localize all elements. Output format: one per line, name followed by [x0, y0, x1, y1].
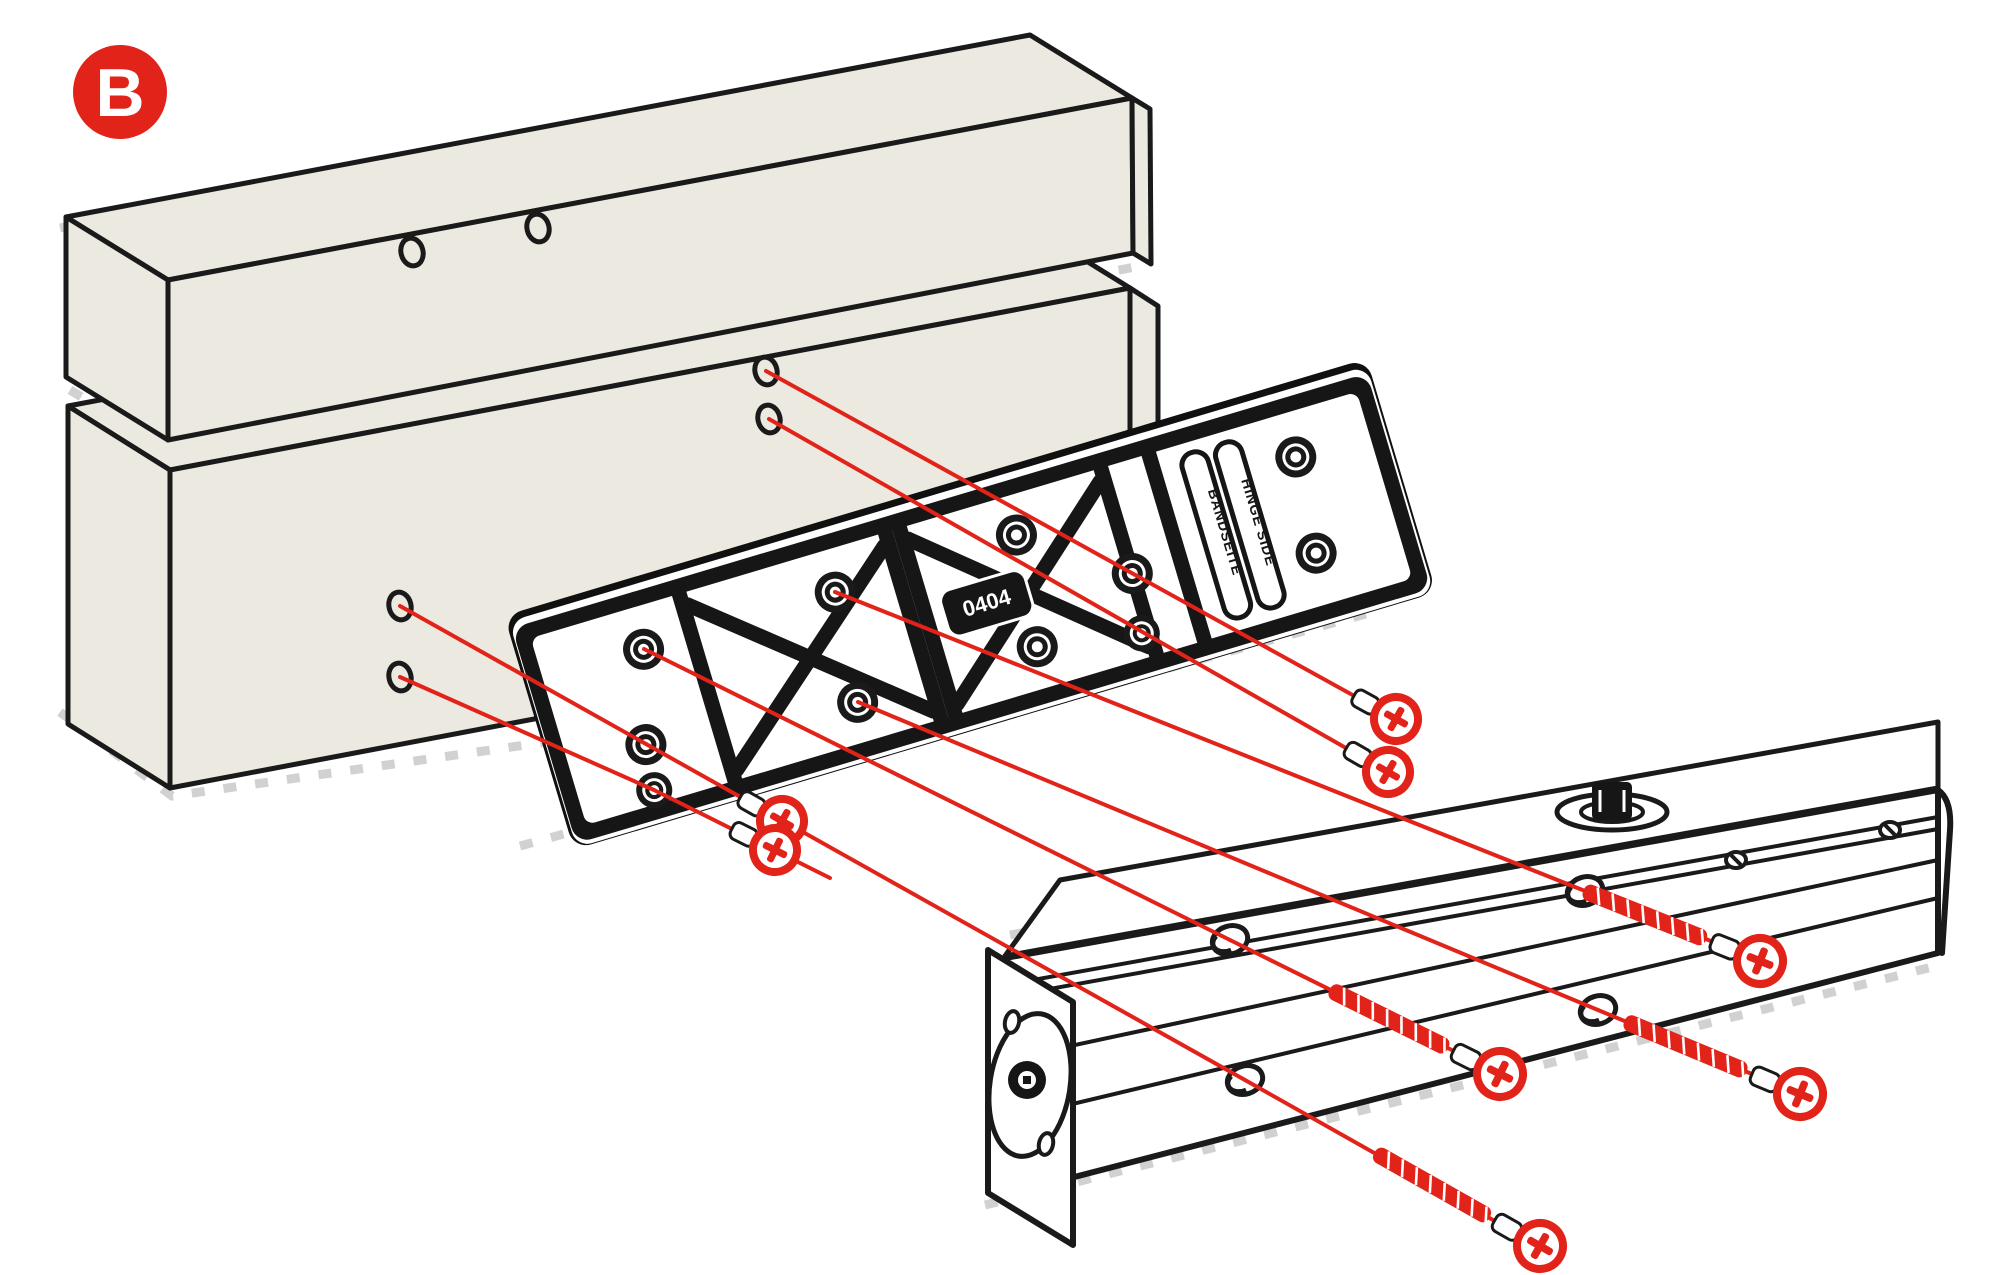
- pilot-hole: [524, 211, 552, 245]
- phillips-cross-icon: [1526, 1232, 1554, 1260]
- body-screw: [1623, 1015, 1827, 1121]
- thread-ridges: [1637, 1018, 1745, 1080]
- end-cap-hole: [1002, 1009, 1022, 1035]
- phillips-cross-icon: [1746, 947, 1774, 975]
- valve-hole: [1878, 820, 1902, 840]
- pilot-hole: [398, 235, 426, 269]
- thread-ridges: [1596, 887, 1705, 947]
- closer-pinion-hub: [1008, 1061, 1046, 1099]
- plate-screw: [1342, 740, 1414, 798]
- leader-line: [398, 675, 656, 792]
- phillips-cross-icon: [762, 837, 788, 863]
- body-screw: [1582, 884, 1787, 988]
- leader-line: [398, 604, 648, 746]
- plate-hole: [1016, 626, 1058, 668]
- plate-screws: [728, 688, 1422, 876]
- plate-stamp: 0404: [939, 569, 1035, 638]
- step-badge-label: B: [95, 55, 144, 131]
- phillips-cross-icon: [1786, 1080, 1814, 1108]
- body-screw: [1328, 984, 1527, 1101]
- leader-lines: [398, 369, 1778, 1235]
- plate-marking-slots: BANDSEITE HINGE SIDE: [1179, 439, 1287, 621]
- phillips-cross-icon: [1486, 1060, 1514, 1088]
- plate-hole: [1275, 436, 1317, 478]
- valve-hole: [1724, 850, 1748, 870]
- spindle-boss: [1554, 782, 1670, 833]
- screw-thread: [1623, 1015, 1748, 1078]
- step-badge-circle: [73, 45, 167, 139]
- leader-line: [767, 417, 1390, 774]
- closer-end-edge: [1935, 787, 1954, 956]
- plate-screw: [728, 821, 801, 876]
- phillips-cross-icon: [1375, 759, 1401, 785]
- plate-screw: [1350, 688, 1422, 745]
- door-closer-body: [985, 719, 1954, 1248]
- closer-rib-lines: [1003, 815, 1940, 1122]
- body-screw: [1372, 1147, 1567, 1273]
- mounting-plate: 0404 BANDSEITE HINGE SIDE: [508, 362, 1432, 846]
- thread-ridges: [1386, 1151, 1488, 1225]
- leader-line: [833, 590, 1587, 893]
- plate-hole: [1295, 532, 1337, 574]
- phillips-cross-icon: [1383, 706, 1409, 732]
- leader-line: [764, 369, 1398, 721]
- leader-line: [856, 700, 1600, 1012]
- door-leaf-left-face: [65, 403, 173, 791]
- spindle-square-head: [1592, 782, 1632, 820]
- plate-hole: [995, 514, 1037, 556]
- end-cap-hole: [1036, 1131, 1056, 1157]
- step-badge: B: [73, 45, 167, 139]
- lintel-end-face: [1129, 95, 1154, 267]
- frame-lintel-block: [63, 32, 1154, 443]
- thread-ridges: [1342, 987, 1446, 1056]
- leader-line: [642, 647, 1232, 942]
- body-screws: [1328, 884, 1827, 1273]
